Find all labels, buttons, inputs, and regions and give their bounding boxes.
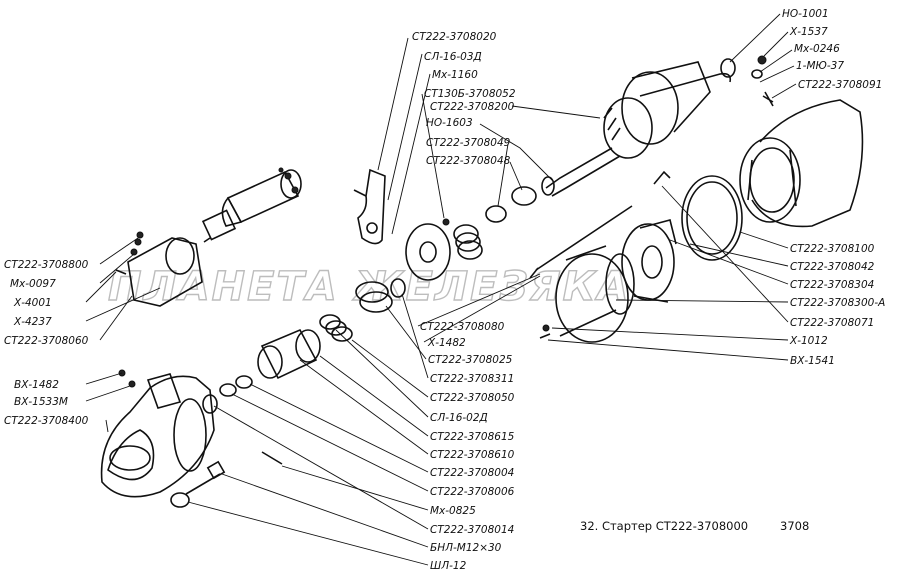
label-3708800: СТ222-3708800 xyxy=(4,259,89,271)
stator-housing xyxy=(739,99,864,228)
label-3708610: СТ222-3708610 xyxy=(430,449,515,461)
label-sl-16-03d: СЛ-16-03Д xyxy=(424,51,482,63)
label-3708300-a: СТ222-3708300-А xyxy=(790,297,885,309)
label-3708020: СТ222-3708020 xyxy=(412,31,497,43)
bolt-bnl-m12x30 xyxy=(185,460,226,495)
labels-right: СТ222-3708100 СТ222-3708042 СТ222-370830… xyxy=(789,243,885,367)
label-3708025: СТ222-3708025 xyxy=(428,354,513,366)
intermediate-plate xyxy=(405,223,451,281)
watermark: ПЛАНЕТА ЖЕЛЕЗЯКА xyxy=(108,264,630,310)
label-vx-1541: ВХ-1541 xyxy=(790,355,835,367)
labels-top-left: СТ222-3708020 СЛ-16-03Д Мх-1160 СТ130Б-3… xyxy=(412,31,516,167)
label-mx-0097: Мх-0097 xyxy=(10,278,56,290)
screw-x-1012 xyxy=(542,324,550,332)
figure-caption: 32. Стартер СТ222-3708000 xyxy=(580,519,748,533)
label-x-4001: Х-4001 xyxy=(13,297,52,309)
label-3708091: СТ222-3708091 xyxy=(798,79,882,91)
label-3708042: СТ222-3708042 xyxy=(790,261,875,273)
label-3708014: СТ222-3708014 xyxy=(430,524,514,536)
label-vx-1533m: ВХ-1533М xyxy=(14,396,68,408)
label-3708050: СТ222-3708050 xyxy=(430,392,515,404)
ring-3708006 xyxy=(219,383,237,397)
labels-left: СТ222-3708800 Мх-0097 Х-4001 Х-4237 СТ22… xyxy=(4,259,89,427)
label-3708006: СТ222-3708006 xyxy=(430,486,515,498)
nut-x-1537 xyxy=(757,55,767,65)
label-3708400: СТ222-3708400 xyxy=(4,415,89,427)
label-1-myu-37: 1-МЮ-37 xyxy=(796,60,844,72)
retainer-ring xyxy=(390,278,406,298)
armature xyxy=(541,61,732,197)
washer-3708049 xyxy=(485,205,507,223)
label-3708311: СТ222-3708311 xyxy=(430,373,514,385)
leader-lines xyxy=(85,13,797,566)
label-ho-1001: НО-1001 xyxy=(782,8,829,20)
label-3708049: СТ222-3708049 xyxy=(426,137,511,149)
washer-3708048 xyxy=(511,186,537,206)
label-st130b-3708052: СТ130Б-3708052 xyxy=(424,88,516,100)
drive-end-housing xyxy=(100,373,215,498)
label-3708071: СТ222-3708071 xyxy=(790,317,874,329)
label-3708048: СТ222-3708048 xyxy=(426,155,511,167)
gasket-ring xyxy=(681,175,743,261)
brush-holder-plate xyxy=(621,219,677,303)
washer-shl-12 xyxy=(170,492,190,508)
label-bnl-m12x30: БНЛ-М12×30 xyxy=(430,542,502,554)
label-mx-0246: Мх-0246 xyxy=(794,43,840,55)
labels-top-right: НО-1001 Х-1537 Мх-0246 1-МЮ-37 СТ222-370… xyxy=(782,8,882,91)
label-x-1537: Х-1537 xyxy=(789,26,828,38)
label-vx-1482: ВХ-1482 xyxy=(14,379,59,391)
label-sl-16-02d: СЛ-16-02Д xyxy=(430,412,488,424)
label-mx-1160: Мх-1160 xyxy=(432,69,478,81)
label-3708004: СТ222-3708004 xyxy=(430,467,514,479)
part-drawings xyxy=(100,55,864,508)
shift-fork xyxy=(353,168,386,245)
washer-mx-0246 xyxy=(751,69,763,79)
labels-middle: СТ222-3708080 Х-1482 СТ222-3708025 СТ222… xyxy=(420,321,515,571)
label-mx-0825: Мх-0825 xyxy=(430,505,476,517)
pinion-drive xyxy=(257,328,321,380)
washer-ho-1001 xyxy=(720,58,736,78)
spring-3708050 xyxy=(319,314,353,342)
label-ho-1603: НО-1603 xyxy=(426,117,473,129)
bushing-3708025 xyxy=(355,281,393,313)
through-bolt xyxy=(535,205,633,271)
label-x-1482: Х-1482 xyxy=(427,337,466,349)
label-3708060: СТ222-3708060 xyxy=(4,335,89,347)
label-shl-12: ШЛ-12 xyxy=(430,560,467,571)
label-x-4237: Х-4237 xyxy=(13,316,52,328)
stop-washer xyxy=(202,394,218,414)
label-3708615: СТ222-3708615 xyxy=(430,431,515,443)
pin-mx-1160 xyxy=(442,218,450,226)
label-3708100: СТ222-3708100 xyxy=(790,243,875,255)
label-3708080: СТ222-3708080 xyxy=(420,321,505,333)
solenoid-relay xyxy=(201,167,302,243)
spring-3708052 xyxy=(453,224,483,260)
label-3708200: СТ222-3708200 xyxy=(430,101,515,113)
screw-vx-1541 xyxy=(539,333,551,339)
ring-3708004 xyxy=(235,375,253,389)
terminal-bolt xyxy=(762,91,774,107)
label-3708304: СТ222-3708304 xyxy=(790,279,874,291)
brush-3708071 xyxy=(653,170,671,185)
label-x-1012: Х-1012 xyxy=(789,335,828,347)
commutator-end-cover xyxy=(555,245,635,343)
group-number: 3708 xyxy=(780,519,809,533)
pin-mx-0825 xyxy=(261,451,283,465)
